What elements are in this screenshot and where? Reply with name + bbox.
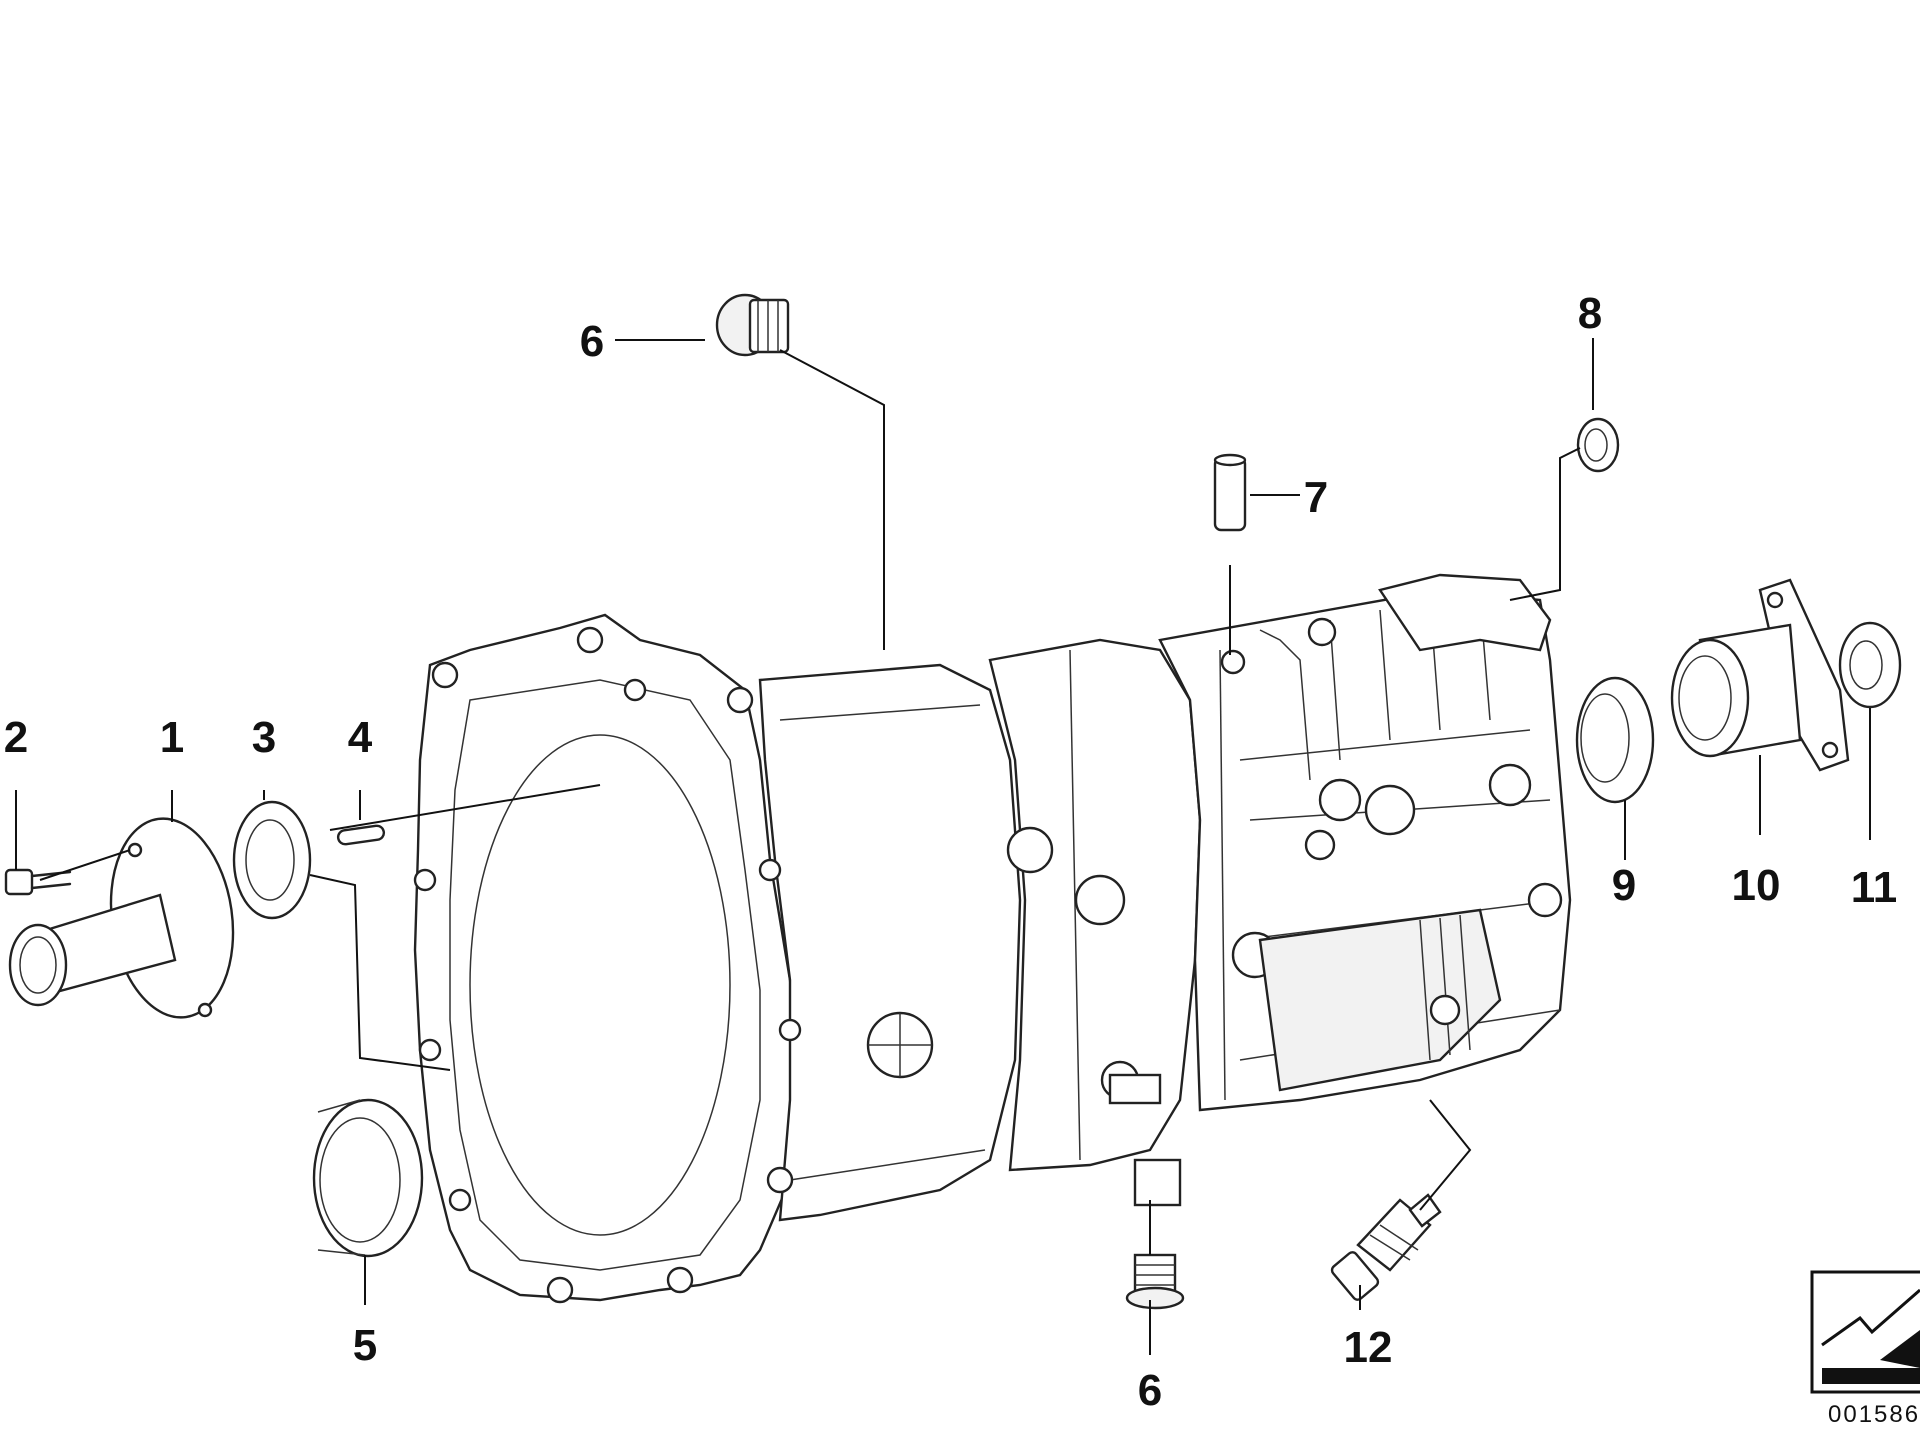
part-cover-cap [312, 1098, 424, 1258]
diagram-code: 001586 [1828, 1401, 1920, 1428]
leader-lines [15, 338, 1871, 1355]
part-sleeve [1213, 453, 1247, 532]
catalog-stamp [1810, 1270, 1920, 1394]
label-part-2: 2 [4, 713, 28, 762]
label-part-10: 10 [1732, 861, 1781, 910]
label-part-12: 12 [1344, 1323, 1393, 1372]
part-guide-tube [8, 817, 235, 1019]
part-speed-sensor [1330, 1193, 1442, 1301]
label-part-7: 7 [1304, 473, 1328, 522]
label-part-3: 3 [252, 713, 276, 762]
transmission-housing [413, 573, 1572, 1304]
part-ring-nut [1838, 621, 1902, 709]
part-shaft-seal [232, 800, 312, 920]
label-part-1: 1 [160, 713, 184, 762]
label-part-4: 4 [348, 713, 373, 762]
part-output-flange [1670, 578, 1850, 772]
part-screw-plug-bottom [1125, 1253, 1185, 1310]
label-part-5: 5 [353, 1321, 377, 1370]
label-part-8: 8 [1578, 289, 1602, 338]
part-dowel-pin [336, 824, 386, 846]
part-shaft-seal-rear [1575, 676, 1655, 804]
label-part-6-top: 6 [580, 317, 604, 366]
label-part-9: 9 [1612, 861, 1636, 910]
part-seal-ring-small [1576, 417, 1620, 473]
part-number-labels: 1 2 3 4 5 6 6 7 8 9 10 11 12 [4, 289, 1898, 1415]
part-screw-plug-top [715, 293, 790, 357]
label-part-11: 11 [1851, 863, 1898, 912]
label-part-6-bottom: 6 [1138, 1366, 1162, 1415]
